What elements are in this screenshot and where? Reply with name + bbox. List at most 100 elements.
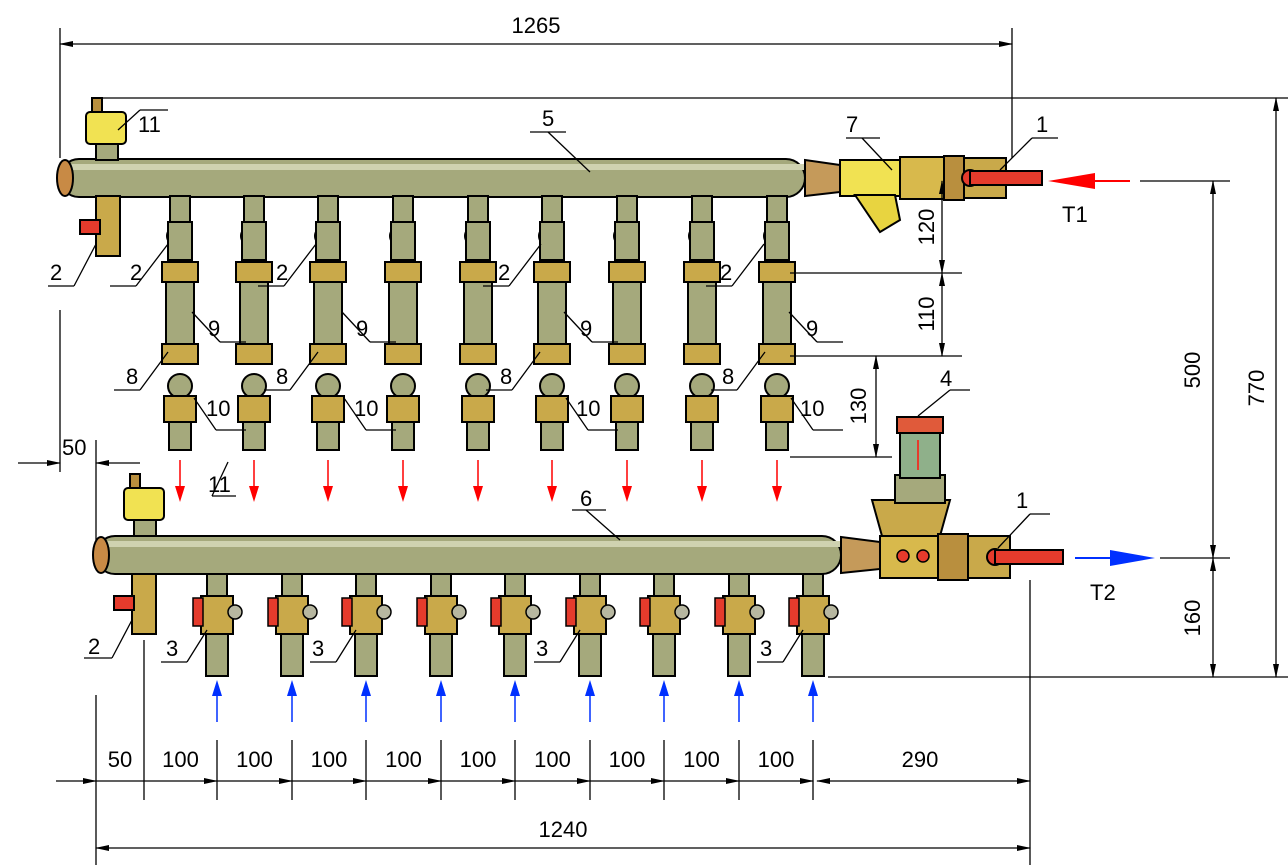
valve-body: [689, 221, 715, 261]
supply-flow-arrowhead: [473, 486, 483, 502]
supply-flow-arrowhead: [249, 486, 259, 502]
return-flow-arrowhead: [510, 680, 520, 696]
return-end-ball-valve: [937, 533, 1064, 581]
return-outlet: [490, 573, 541, 722]
outlet-stub: [616, 195, 638, 223]
dim-100: 100: [683, 747, 720, 772]
callout-9: 9: [356, 316, 368, 341]
union-ball: [689, 373, 715, 399]
nut-mid: [683, 343, 721, 365]
callout-10-leader: [790, 397, 814, 431]
flow-meter: [537, 281, 567, 347]
outlet-thread: [727, 633, 751, 677]
callout-3: 3: [312, 636, 324, 661]
outlet-stub: [243, 195, 265, 223]
valve-cap: [302, 604, 318, 620]
outlet-thread: [540, 421, 564, 451]
callout-8: 8: [722, 364, 734, 389]
outlet-stub: [317, 195, 339, 223]
t1-supply-arrow: [1048, 173, 1130, 189]
valve-body: [614, 221, 640, 261]
label-t2: T2: [1090, 580, 1116, 605]
outlet-stub: [802, 573, 824, 597]
outlet-thread: [503, 633, 527, 677]
nut-mid: [235, 343, 273, 365]
callout-2-outlet: 2: [498, 260, 510, 285]
flow-meter: [463, 281, 493, 347]
callout-3: 3: [760, 636, 772, 661]
outlet-thread: [765, 421, 789, 451]
callout-2-outlet: 2: [720, 260, 732, 285]
dim-top-overall: 1265: [59, 13, 1013, 158]
outlet-thread: [280, 633, 304, 677]
outlet-stub: [653, 573, 675, 597]
outlet-stub: [392, 195, 414, 223]
callout-2-supply-drain: 2: [50, 260, 62, 285]
union-ball: [390, 373, 416, 399]
flow-meter: [388, 281, 418, 347]
outlet-thread: [690, 421, 714, 451]
dim-110: 110: [914, 296, 939, 331]
nut-top: [758, 261, 796, 283]
callout-2-return-drain: 2: [88, 634, 100, 659]
valve-handle: [565, 597, 577, 627]
return-air-vent: [123, 473, 165, 537]
union-nut: [237, 395, 271, 423]
nut-top: [235, 261, 273, 283]
dim-770: 770: [1244, 370, 1269, 407]
flow-meter: [612, 281, 642, 347]
supply-air-vent: [85, 97, 127, 161]
return-header: [92, 416, 1064, 635]
callout-10-leader: [343, 397, 367, 431]
callout-2-outlet-leader: [135, 243, 169, 287]
supply-flow-arrowhead: [323, 486, 333, 502]
valve-handle: [639, 597, 651, 627]
dim-100: 100: [311, 747, 348, 772]
callout-3: 3: [536, 636, 548, 661]
union-nut: [461, 395, 495, 423]
supply-flow-arrowhead: [772, 486, 782, 502]
return-outlet: [565, 573, 616, 722]
outlet-stub: [430, 573, 452, 597]
outlet-thread: [466, 421, 490, 451]
supply-header: [56, 97, 1043, 257]
union-nut: [610, 395, 644, 423]
callout-8-leader: [289, 351, 319, 391]
valve-cap: [451, 604, 467, 620]
dim-right-stack: 120 110 130 500 160 770: [100, 97, 1288, 678]
valve-body: [349, 595, 383, 635]
flow-meter: [165, 281, 195, 347]
supply-end-ball-valve: [943, 155, 1043, 201]
outlet-stub: [504, 573, 526, 597]
valve-handle: [490, 597, 502, 627]
dim-50-bottom: 50: [108, 747, 132, 772]
callout-9-leader: [788, 311, 818, 343]
callout-8-leader: [139, 351, 169, 391]
return-outlet: [788, 573, 839, 722]
outlet-stub: [691, 195, 713, 223]
valve-body: [241, 221, 267, 261]
supply-outlet: [608, 195, 646, 502]
dim-130: 130: [846, 388, 871, 425]
dim-1240: 1240: [539, 817, 588, 842]
dim-100: 100: [460, 747, 497, 772]
supply-outlet: [758, 195, 796, 502]
dim-290: 290: [902, 747, 939, 772]
nut-top: [608, 261, 646, 283]
outlet-thread: [801, 633, 825, 677]
callout-2-outlet-leader: [508, 243, 542, 287]
callout-4: 4: [940, 366, 952, 391]
callout-3-leader: [186, 629, 208, 663]
outlet-stub: [281, 573, 303, 597]
union-nut: [163, 395, 197, 423]
dim-left-offset: 50: [18, 310, 140, 540]
outlet-stub: [206, 573, 228, 597]
union-nut: [386, 395, 420, 423]
label-t1: T1: [1062, 202, 1088, 227]
flow-meter: [239, 281, 269, 347]
supply-flow-arrowhead: [547, 486, 557, 502]
dim-bottom-overall: 1240: [95, 817, 1031, 851]
callout-8-leader: [511, 351, 541, 391]
